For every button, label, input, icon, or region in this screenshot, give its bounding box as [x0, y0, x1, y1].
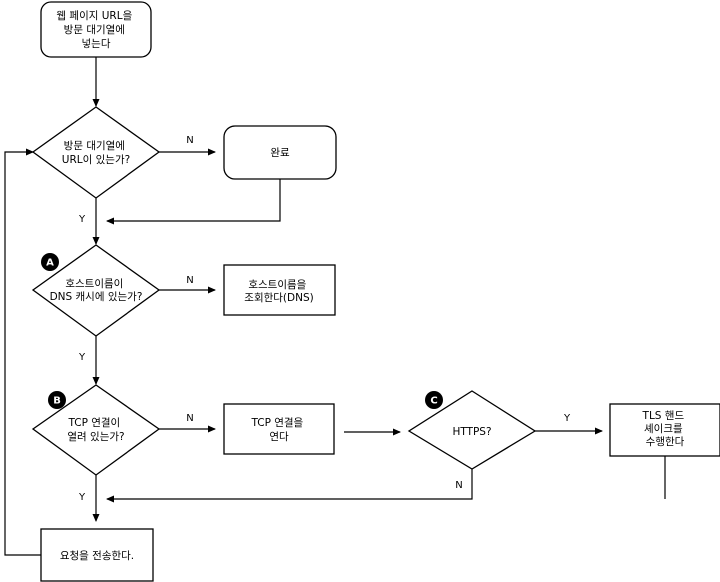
edge-done-return — [106, 179, 281, 225]
edge-label-queue-no: N — [186, 135, 193, 146]
https-question-text: HTTPS? — [452, 426, 491, 438]
badge-b — [48, 391, 66, 409]
badge-a — [41, 253, 59, 271]
edge-label-queue-yes: Y — [78, 214, 86, 225]
lookup-text-line: 조회한다(DNS) — [244, 292, 313, 304]
https-question-line: HTTPS? — [452, 426, 491, 438]
lookup-text-line: 호스트이름을 — [248, 279, 306, 291]
done-text: 완료 — [270, 146, 290, 159]
https-decision — [407, 390, 537, 470]
tcp-question-line: 열려 있는가? — [67, 431, 124, 443]
badge-a-label: A — [46, 258, 54, 269]
edge-label-dns-no: N — [186, 275, 193, 286]
queue-decision — [31, 106, 161, 199]
lookup-text: 호스트이름을 조회한다(DNS) — [244, 279, 313, 304]
edge-label-dns-yes: Y — [78, 352, 86, 363]
dns-question-line: DNS 캐시에 있는가? — [50, 291, 143, 303]
send-text: 요청을 전송한다. — [60, 550, 134, 562]
tls-text-line: 수행한다 — [646, 436, 685, 448]
badge-c — [425, 391, 443, 409]
start-box — [40, 1, 152, 58]
queue-question-text: 방문 대기열에 URL이 있는가? — [62, 140, 130, 166]
queue-question-line: 방문 대기열에 — [64, 140, 125, 152]
tls-text-line: 셰이크를 — [644, 423, 683, 435]
edge-loop-back — [4, 148, 41, 556]
dns-question-text: 호스트이름이 DNS 캐시에 있는가? — [50, 278, 143, 303]
start-text-line: 방문 대기열에 — [64, 24, 125, 36]
edge-label-https-yes: Y — [563, 413, 571, 424]
dns-question-line: 호스트이름이 — [65, 278, 123, 290]
tcp-question-text: TCP 연결이 열려 있는가? — [67, 417, 124, 443]
tcp-question-line: TCP 연결이 — [67, 417, 120, 429]
done-box — [223, 125, 337, 180]
edge-label-https-no: N — [455, 480, 462, 491]
lookup-box — [223, 264, 336, 316]
queue-question-line: URL이 있는가? — [62, 154, 130, 166]
open-tcp-text-line: 연다 — [269, 431, 289, 443]
tls-box — [609, 403, 720, 457]
dns-decision — [31, 244, 161, 337]
connectors — [4, 57, 666, 556]
send-text-line: 요청을 전송한다. — [60, 550, 134, 562]
start-text-line: 웹 페이지 URL을 — [56, 10, 132, 22]
open-tcp-text-line: TCP 연결을 — [250, 417, 303, 429]
badge-c-label: C — [430, 396, 437, 407]
tls-text: TLS 핸드 셰이크를 수행한다 — [642, 410, 688, 448]
badge-b-label: B — [53, 396, 61, 407]
edge-label-tcp-no: N — [186, 413, 193, 424]
start-text-line: 넣는다 — [82, 38, 111, 50]
done-text-line: 완료 — [270, 146, 290, 159]
edge-label-tcp-yes: Y — [78, 492, 86, 503]
edge-https-no — [106, 469, 473, 503]
tls-text-line: TLS 핸드 — [642, 410, 685, 422]
open-tcp-box — [223, 403, 335, 455]
start-text: 웹 페이지 URL을 방문 대기열에 넣는다 — [56, 10, 135, 50]
send-box — [40, 528, 154, 582]
open-tcp-text: TCP 연결을 연다 — [250, 417, 306, 443]
tcp-decision — [31, 384, 161, 476]
